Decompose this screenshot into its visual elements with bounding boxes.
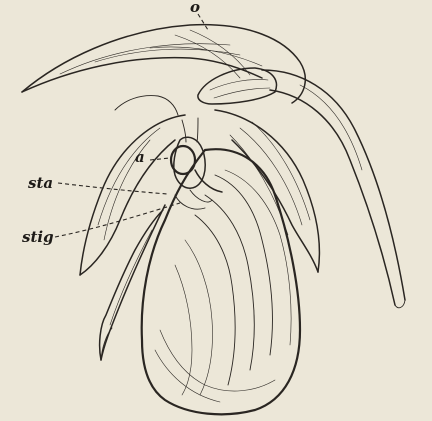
dorsal-sepal bbox=[22, 25, 305, 103]
leader-o bbox=[198, 14, 208, 30]
left-trailing-petal bbox=[100, 205, 165, 360]
leader-stig bbox=[55, 203, 180, 237]
label-o: o bbox=[190, 0, 200, 15]
right-petal bbox=[215, 110, 319, 272]
label-sta: sta bbox=[28, 176, 53, 191]
ovary-stalk bbox=[198, 68, 405, 308]
leader-a bbox=[150, 158, 170, 160]
left-petal bbox=[80, 96, 185, 275]
label-stig: stig bbox=[22, 230, 54, 245]
label-a: a bbox=[135, 150, 145, 165]
leader-sta bbox=[58, 183, 168, 194]
labellum-pouch bbox=[142, 149, 300, 414]
